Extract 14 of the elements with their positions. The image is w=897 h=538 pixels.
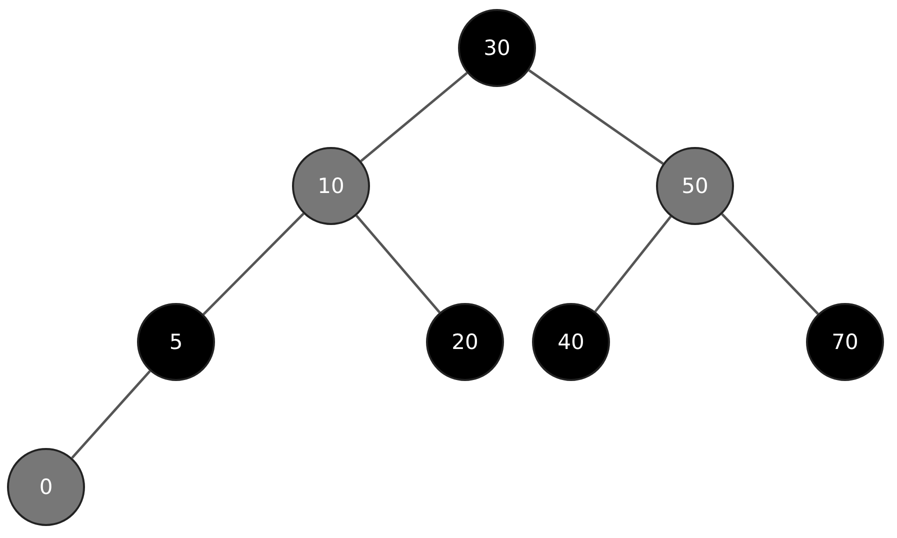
tree-edge xyxy=(360,72,468,162)
tree-edge xyxy=(71,370,151,459)
node-value: 0 xyxy=(39,475,53,499)
node-value: 5 xyxy=(169,330,183,354)
tree-edge xyxy=(355,214,441,314)
tree-edge xyxy=(721,213,819,315)
node-value: 20 xyxy=(452,330,478,354)
node-value: 10 xyxy=(318,174,344,198)
node-value: 50 xyxy=(682,174,708,198)
tree-edge xyxy=(202,212,304,316)
node-value: 30 xyxy=(484,36,510,60)
tree-edge xyxy=(528,69,664,165)
node-value: 40 xyxy=(558,330,584,354)
node-value: 70 xyxy=(832,330,858,354)
